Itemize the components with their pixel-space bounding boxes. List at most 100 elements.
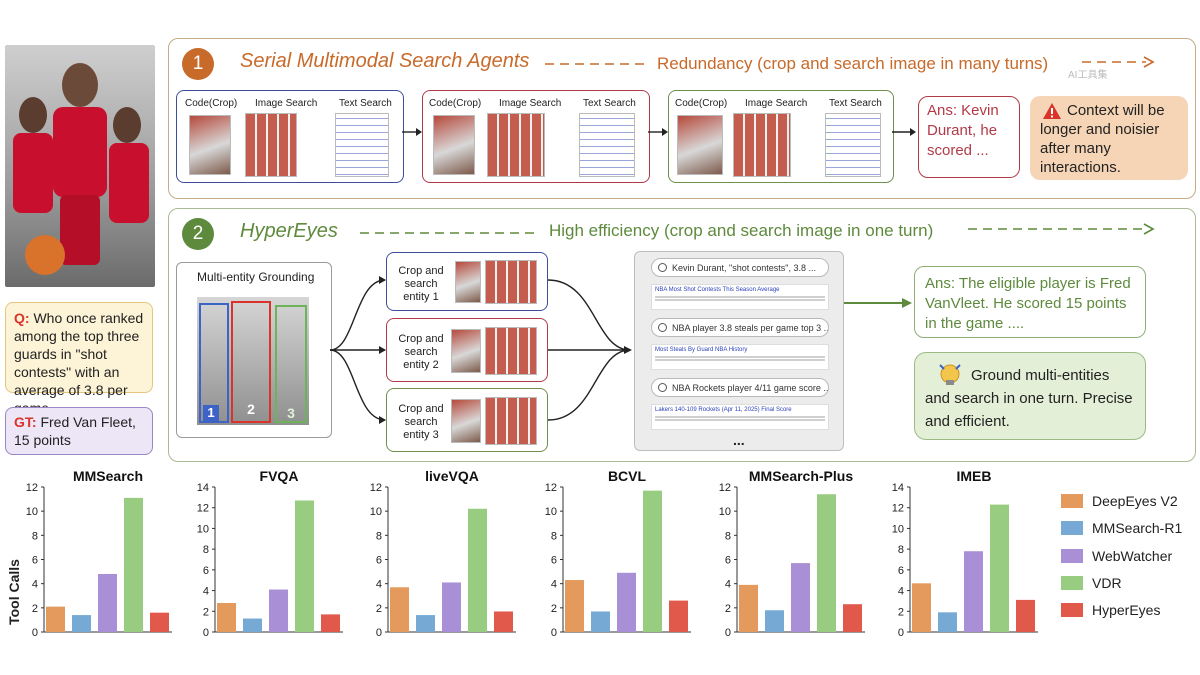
players-illustration (13, 63, 149, 275)
panel1-number: 1 (182, 48, 214, 80)
chart-2-ticklabel-12: 12 (197, 503, 209, 515)
watermark: AI工具集 (1068, 70, 1108, 81)
step1-crop-thumb (189, 115, 231, 175)
chart-2-ticklabel-2: 2 (203, 606, 209, 618)
chart-2-bar-3 (269, 589, 288, 632)
step1-label-text: Text Search (339, 98, 392, 109)
crop-entity-1-label: Crop and search entity 1 (398, 265, 444, 303)
step3-image-thumb (733, 113, 791, 177)
grounding-bbox-2 (231, 301, 271, 423)
chart-6-ticklabel-4: 4 (898, 586, 904, 598)
step2-label-crop: Code(Crop) (429, 98, 482, 109)
crop-entity-3-results (485, 397, 537, 445)
chart-6-bar-4 (990, 504, 1009, 632)
chart-3-ticklabel-10: 10 (370, 506, 382, 518)
chart-2-ticklabel-10: 10 (197, 523, 209, 535)
search-result-2: Most Steals By Guard NBA History (651, 344, 829, 370)
legend-swatch-hypereyes (1061, 603, 1083, 617)
serial-arrow-1 (402, 128, 422, 136)
chart-4-ticklabel-8: 8 (551, 530, 557, 542)
crop-entity-2: Crop and search entity 2 (386, 318, 548, 382)
chart-4-bar-4 (643, 490, 662, 632)
step2-crop-thumb (433, 115, 475, 175)
chart-6-ticklabel-8: 8 (898, 544, 904, 556)
chart-6-bar-1 (912, 583, 931, 632)
panel1-dash-left (545, 63, 649, 65)
legend-label-deepeyes: DeepEyes V2 (1092, 493, 1178, 509)
chart-6-bar-5 (1016, 599, 1035, 632)
chart-1-bar-1 (46, 606, 65, 632)
chart-4-title: BCVL (608, 468, 647, 484)
grounding-label: Multi-entity Grounding (197, 270, 315, 284)
chart-1-ticklabel-12: 12 (26, 482, 38, 494)
chart-5-ticklabel-0: 0 (725, 627, 731, 639)
chart-1-ticklabel-6: 6 (32, 555, 38, 567)
panel2-dash-arrow (968, 223, 1155, 235)
crop-entity-3: Crop and search entity 3 (386, 388, 548, 452)
branch-arrows (330, 276, 632, 424)
chart-2-title: FVQA (260, 468, 299, 484)
legend-label-vdr: VDR (1092, 575, 1122, 591)
legend-swatch-mmsearch-r1 (1061, 521, 1083, 535)
chart-3-ticklabel-4: 4 (376, 579, 382, 591)
chart-2-ticklabel-4: 4 (203, 586, 209, 598)
chart-6-ticklabel-10: 10 (892, 523, 904, 535)
chart-1-bar-4 (124, 497, 143, 632)
search-query-1: Kevin Durant, "shot contests", 3.8 ... (651, 258, 829, 277)
legend-label-hypereyes: HyperEyes (1092, 602, 1161, 618)
chart-3-title: liveVQA (425, 468, 479, 484)
search-result-1: NBA Most Shot Contests This Season Avera… (651, 284, 829, 310)
step1-label-crop: Code(Crop) (185, 98, 238, 109)
chart-4-ticklabel-0: 0 (551, 627, 557, 639)
chart-3-bar-1 (390, 587, 409, 632)
chart-1-ticklabel-8: 8 (32, 530, 38, 542)
panel2-number: 2 (182, 218, 214, 250)
warning-icon (1043, 103, 1061, 119)
chart-1-ticklabel-10: 10 (26, 506, 38, 518)
step3-text-thumb (825, 113, 881, 177)
crop-entity-1-thumb (455, 261, 481, 303)
chart-5-ticklabel-4: 4 (725, 579, 731, 591)
ground-truth-box: GT: Fred Van Fleet, 15 points (5, 407, 153, 455)
crop-entity-1-results (485, 260, 537, 304)
chart-6-bar-3 (964, 551, 983, 632)
chart-1-ticklabel-4: 4 (32, 579, 38, 591)
search-ellipsis: ... (733, 432, 745, 448)
gt-prefix: GT: (14, 414, 37, 430)
chart-5-bar-2 (765, 610, 784, 632)
step3-crop-thumb (677, 115, 723, 175)
crop-entity-3-thumb (451, 399, 481, 443)
chart-6-ticklabel-6: 6 (898, 565, 904, 577)
chart-3-ticklabel-6: 6 (376, 555, 382, 567)
panel2-subtitle: High efficiency (crop and search image i… (549, 221, 934, 240)
panel1-answer: Ans: Kevin Durant, he scored ... (918, 96, 1020, 178)
chart-ylabel: Tool Calls (6, 559, 22, 625)
chart-6-ticklabel-14: 14 (892, 482, 904, 494)
chart-5-ticklabel-2: 2 (725, 603, 731, 615)
search-result-1-title: NBA Most Shot Contests This Season Avera… (655, 287, 780, 293)
step2-text-thumb (579, 113, 635, 177)
chart-6-bar-2 (938, 612, 957, 632)
serial-step-3: Code(Crop) Image Search Text Search (668, 90, 894, 183)
chart-4-ticklabel-10: 10 (545, 506, 557, 518)
bbox-number-1: 1 (203, 405, 219, 421)
chart-2-bar-5 (321, 614, 340, 632)
chart-6-title: IMEB (957, 468, 992, 484)
chart-2-ticklabel-14: 14 (197, 482, 209, 494)
serial-arrow-3 (892, 128, 916, 136)
chart-3-bar-3 (442, 582, 461, 632)
panel1-warning-text: Context will be longer and noisier after… (1040, 102, 1165, 176)
step3-label-text: Text Search (829, 98, 882, 109)
search-results-panel: Kevin Durant, "shot contests", 3.8 ... N… (634, 251, 844, 451)
step1-image-thumb (245, 113, 297, 177)
chart-4-ticklabel-6: 6 (551, 555, 557, 567)
question-box: Q: Who once ranked among the top three g… (5, 302, 153, 416)
chart-4-bar-1 (565, 580, 584, 632)
chart-3-bar-4 (468, 508, 487, 632)
step2-image-thumb (487, 113, 545, 177)
chart-6-ticklabel-0: 0 (898, 627, 904, 639)
grounding-bbox-1 (199, 303, 229, 423)
search-result-3-title: Lakers 140-109 Rockets (Apr 11, 2025) Fi… (655, 407, 792, 413)
